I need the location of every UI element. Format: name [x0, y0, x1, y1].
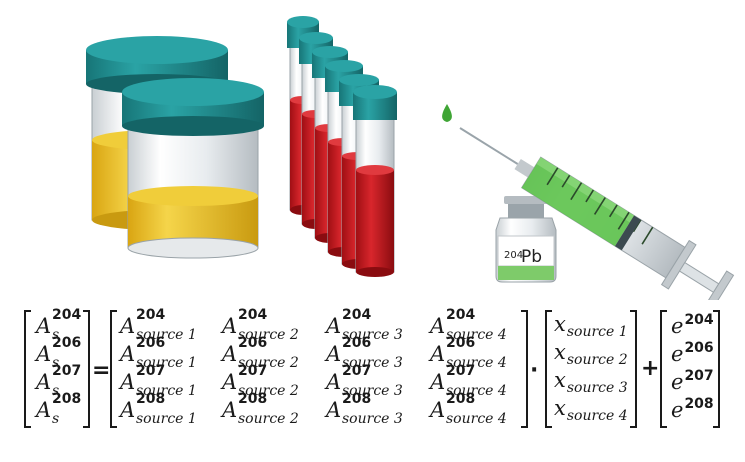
right-bracket — [630, 310, 637, 428]
error-entry: e207 — [671, 368, 714, 394]
equals-sign: = — [92, 358, 111, 383]
right-bracket — [521, 310, 528, 428]
dot-operator: · — [530, 358, 539, 383]
error-vector: e204 e206 e207 e208 — [660, 310, 720, 428]
x-entry: xsource 3 — [554, 368, 628, 396]
error-entry: e208 — [671, 396, 714, 422]
illustration: 204 Pb — [86, 16, 735, 300]
vial-element-label: Pb — [521, 247, 542, 267]
pb204-vial: 204 Pb — [495, 196, 557, 283]
plus-operator: + — [641, 356, 660, 381]
syringe — [459, 127, 735, 300]
right-bracket — [713, 310, 720, 428]
vial-mass-label: 204 — [504, 250, 523, 261]
x-entry: xsource 1 — [554, 312, 628, 340]
drop-icon — [442, 104, 452, 122]
left-bracket — [110, 310, 117, 428]
blood-tube-6 — [353, 85, 397, 277]
left-bracket — [660, 310, 667, 428]
error-entry: e206 — [671, 340, 714, 366]
left-bracket — [545, 310, 552, 428]
left-bracket — [24, 310, 31, 428]
x-entry: xsource 4 — [554, 396, 628, 424]
x-entry: xsource 2 — [554, 340, 628, 368]
urine-container-front — [122, 78, 264, 259]
error-entry: e204 — [671, 312, 714, 338]
x-vector: xsource 1 xsource 2 xsource 3 xsource 4 — [545, 310, 637, 428]
right-bracket — [83, 310, 90, 428]
